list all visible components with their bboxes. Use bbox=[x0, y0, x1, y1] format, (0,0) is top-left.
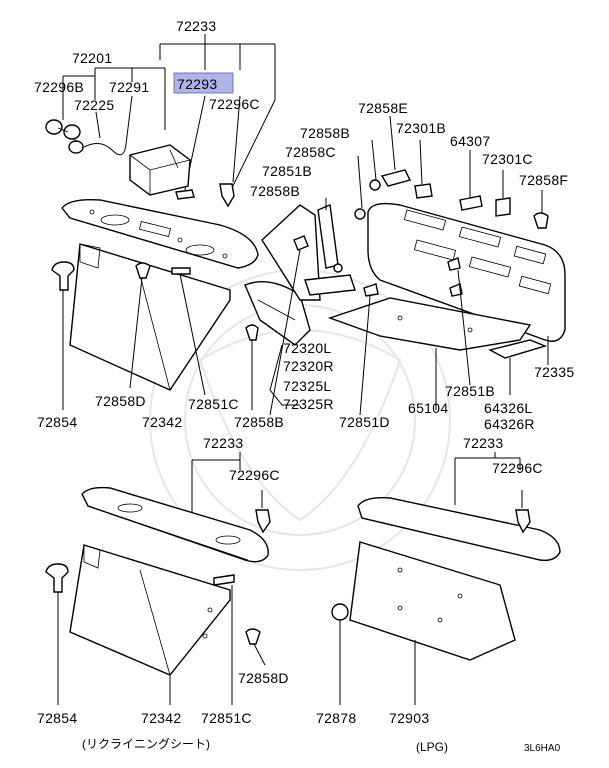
label-72854-b: 72854 bbox=[37, 710, 77, 726]
bracket-64326L bbox=[488, 339, 548, 359]
label-72342-a: 72342 bbox=[142, 414, 182, 430]
clip-72296C-lower bbox=[255, 509, 271, 534]
label-72858B-a: 72858B bbox=[300, 125, 350, 141]
screw-72858B-center bbox=[293, 235, 309, 251]
clip-72296C-right bbox=[515, 509, 531, 534]
highlight-72293 bbox=[173, 72, 234, 94]
label-64326R: 64326R bbox=[484, 416, 535, 432]
clip-72854-upper bbox=[51, 261, 75, 291]
label-72858F: 72858F bbox=[519, 172, 568, 188]
label-72858D-a: 72858D bbox=[95, 393, 146, 409]
label-72325L: 72325L bbox=[283, 378, 332, 394]
label-72851B-top: 72851B bbox=[262, 163, 312, 179]
label-72296C-right: 72296C bbox=[492, 460, 543, 476]
label-72325R: 72325R bbox=[283, 396, 334, 412]
caption-lpg: (LPG) bbox=[416, 740, 448, 754]
label-72225: 72225 bbox=[74, 97, 114, 113]
label-64326L: 64326L bbox=[484, 400, 533, 416]
label-72293: 72293 bbox=[177, 76, 217, 92]
rear-shelf-lower-left bbox=[81, 486, 269, 563]
clip-72854-lower bbox=[45, 563, 69, 593]
board-72903 bbox=[349, 541, 516, 661]
label-72201: 72201 bbox=[72, 50, 112, 66]
label-72301B: 72301B bbox=[396, 120, 446, 136]
caption-recline: (リクライニングシート) bbox=[82, 737, 210, 751]
clip-72296C-part bbox=[219, 183, 235, 208]
side-trim-72320L bbox=[244, 281, 311, 346]
small-parts-right bbox=[380, 115, 549, 229]
bottom-right-leader-lines bbox=[454, 452, 523, 508]
label-72878: 72878 bbox=[316, 710, 356, 726]
plate-72293-part bbox=[175, 189, 195, 200]
side-cover-72325L bbox=[261, 204, 321, 301]
clip-72878 bbox=[331, 603, 349, 705]
harness-72225-part bbox=[81, 143, 127, 156]
label-72858D-b: 72858D bbox=[238, 670, 289, 686]
label-72858E: 72858E bbox=[358, 100, 408, 116]
screw-72851C-lower bbox=[213, 574, 235, 586]
label-64307: 64307 bbox=[450, 133, 490, 149]
label-72233-mid: 72233 bbox=[203, 435, 243, 451]
label-72233-top: 72233 bbox=[176, 18, 216, 34]
mat-65104 bbox=[327, 297, 532, 351]
captions: (リクライニングシート) (LPG) 3L6HA0 bbox=[82, 737, 561, 754]
rear-shelf-lower-right bbox=[357, 496, 561, 562]
label-72858C: 72858C bbox=[285, 144, 336, 160]
board-72342-upper bbox=[69, 243, 231, 391]
label-72291: 72291 bbox=[109, 79, 149, 95]
label-72320R: 72320R bbox=[283, 358, 334, 374]
part-labels: 72233 72201 72296B 72291 72293 72225 722… bbox=[34, 18, 574, 726]
label-65104: 65104 bbox=[408, 400, 448, 416]
board-72342-lower bbox=[69, 544, 231, 676]
lamp-72201-part bbox=[129, 144, 191, 196]
label-72296C-top: 72296C bbox=[209, 96, 260, 112]
label-72296C-mid: 72296C bbox=[229, 467, 280, 483]
label-72342-b: 72342 bbox=[141, 710, 181, 726]
label-72903: 72903 bbox=[389, 710, 429, 726]
screw-72858B-lower bbox=[245, 324, 259, 341]
screw-72851C-upper bbox=[171, 267, 191, 275]
caption-code: 3L6HA0 bbox=[524, 743, 561, 754]
label-72851C-b: 72851C bbox=[201, 710, 252, 726]
clip-72296B-part bbox=[45, 119, 84, 154]
bottom-left-leader-lines bbox=[191, 452, 263, 530]
label-72296B: 72296B bbox=[34, 79, 84, 95]
label-72335: 72335 bbox=[534, 364, 574, 380]
screw-72858D-upper bbox=[135, 262, 151, 279]
label-72858B-b: 72858B bbox=[250, 183, 300, 199]
label-72854-a: 72854 bbox=[37, 414, 77, 430]
label-72233-right: 72233 bbox=[463, 435, 503, 451]
label-72301C: 72301C bbox=[482, 151, 533, 167]
label-72858B-c: 72858B bbox=[234, 414, 284, 430]
rear-shelf-upper bbox=[61, 198, 259, 269]
fasteners-72858C bbox=[354, 139, 381, 220]
screws-72851B-72851D bbox=[359, 257, 471, 416]
label-72851C-a: 72851C bbox=[188, 396, 239, 412]
bracket-72851B bbox=[304, 198, 356, 296]
label-72851D: 72851D bbox=[339, 414, 390, 430]
panel-72335 bbox=[367, 202, 566, 342]
label-72320L: 72320L bbox=[283, 340, 332, 356]
label-72851B-b: 72851B bbox=[445, 383, 495, 399]
screw-72858D-lower bbox=[245, 628, 261, 645]
